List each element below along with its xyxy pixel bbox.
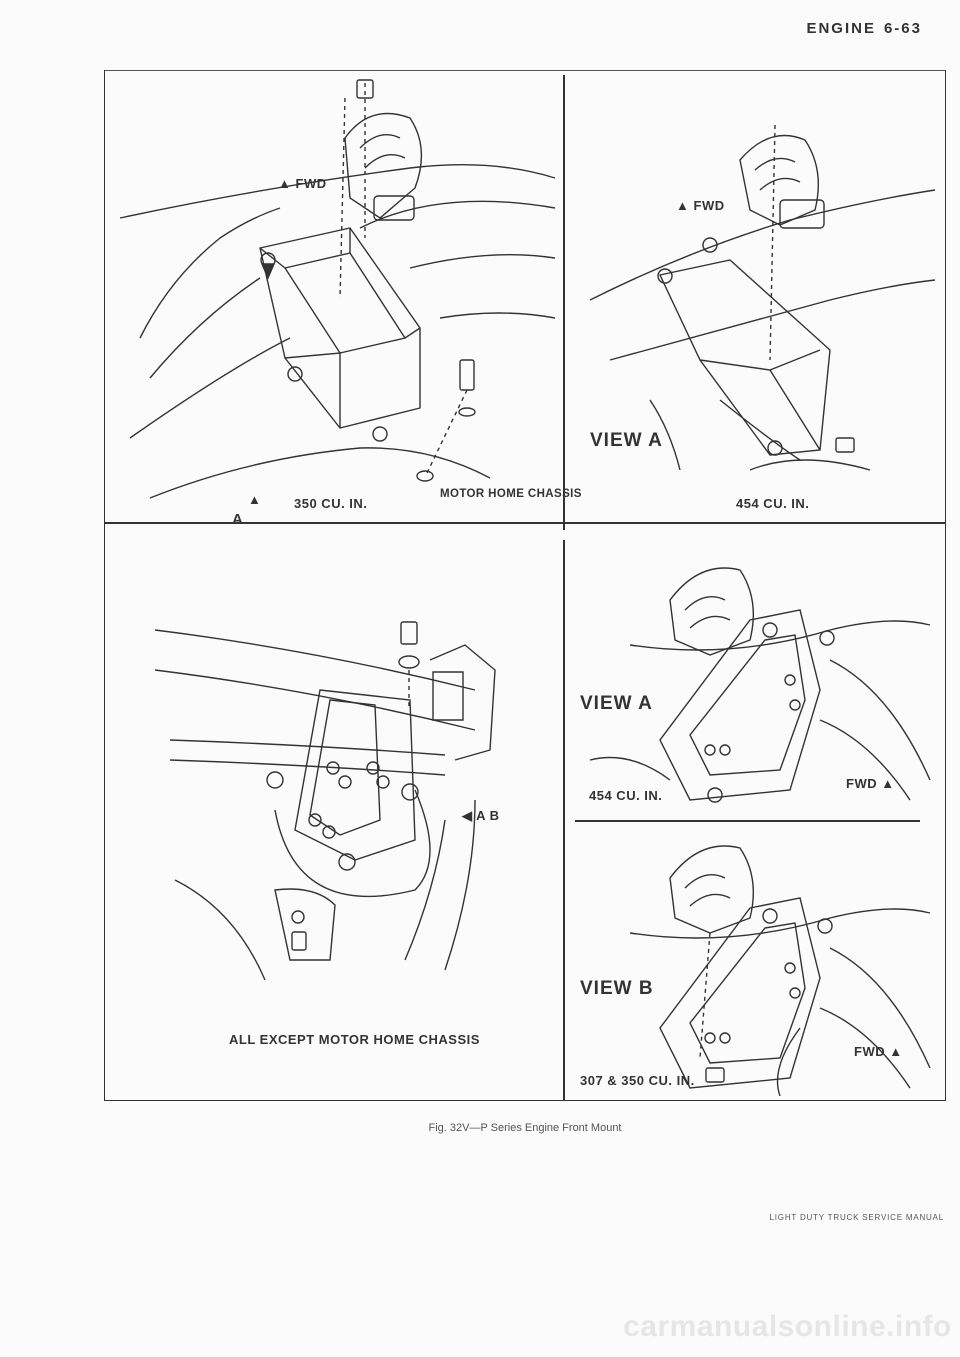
view-ref-a: A — [232, 511, 244, 528]
mid-divider — [104, 522, 946, 524]
page-number: 6-63 — [883, 20, 922, 37]
fwd-label-view-a: FWD ▲ — [846, 776, 895, 791]
fwd-label-top-right: ▲ FWD — [676, 198, 725, 213]
section-title: ENGINE — [806, 20, 876, 37]
top-rule — [104, 70, 946, 71]
right-panel-divider — [575, 820, 920, 822]
bottom-vertical-divider — [563, 540, 565, 1100]
illustration-view-a-454 — [570, 100, 940, 495]
manual-footer: LIGHT DUTY TRUCK SERVICE MANUAL — [769, 1213, 944, 1222]
view-ref-arrow-icon: ◀ — [462, 808, 473, 823]
fwd-arrow-icon: ▲ — [889, 1044, 903, 1059]
engine-label-454-lower: 454 CU. IN. — [589, 788, 663, 803]
view-ref-arrow-icon: ▲ — [248, 492, 261, 507]
top-vertical-divider — [563, 75, 565, 530]
figure-frame — [104, 70, 946, 1101]
engine-label-350: 350 CU. IN. — [294, 496, 368, 511]
illustration-all-except-motor-home — [115, 560, 555, 1000]
fwd-arrow-icon: ▲ — [881, 776, 895, 791]
engine-label-454-top: 454 CU. IN. — [736, 496, 810, 511]
illustration-view-a-454-lower — [570, 540, 940, 810]
illustration-view-b-307-350 — [570, 828, 940, 1096]
chassis-label-all-except: ALL EXCEPT MOTOR HOME CHASSIS — [229, 1032, 480, 1047]
fwd-label-top-left: ▲ FWD — [278, 176, 327, 191]
figure-caption: Fig. 32V—P Series Engine Front Mount — [428, 1122, 622, 1134]
chassis-label-motor-home: MOTOR HOME CHASSIS — [440, 488, 582, 500]
page-header: ENGINE 6-63 — [798, 20, 922, 37]
fwd-arrow-icon: ▲ — [278, 176, 292, 191]
watermark: carmanualsonline.info — [623, 1310, 952, 1343]
fwd-label-view-b: FWD ▲ — [854, 1044, 903, 1059]
engine-label-307-350: 307 & 350 CU. IN. — [580, 1073, 695, 1088]
view-b-label: VIEW B — [580, 978, 654, 999]
view-a-label-lower: VIEW A — [580, 693, 653, 714]
view-a-label-top: VIEW A — [590, 430, 663, 451]
fwd-arrow-icon: ▲ — [676, 198, 690, 213]
illustration-motor-home-350 — [110, 78, 560, 518]
view-ref-ab: ◀ A B — [462, 808, 500, 823]
